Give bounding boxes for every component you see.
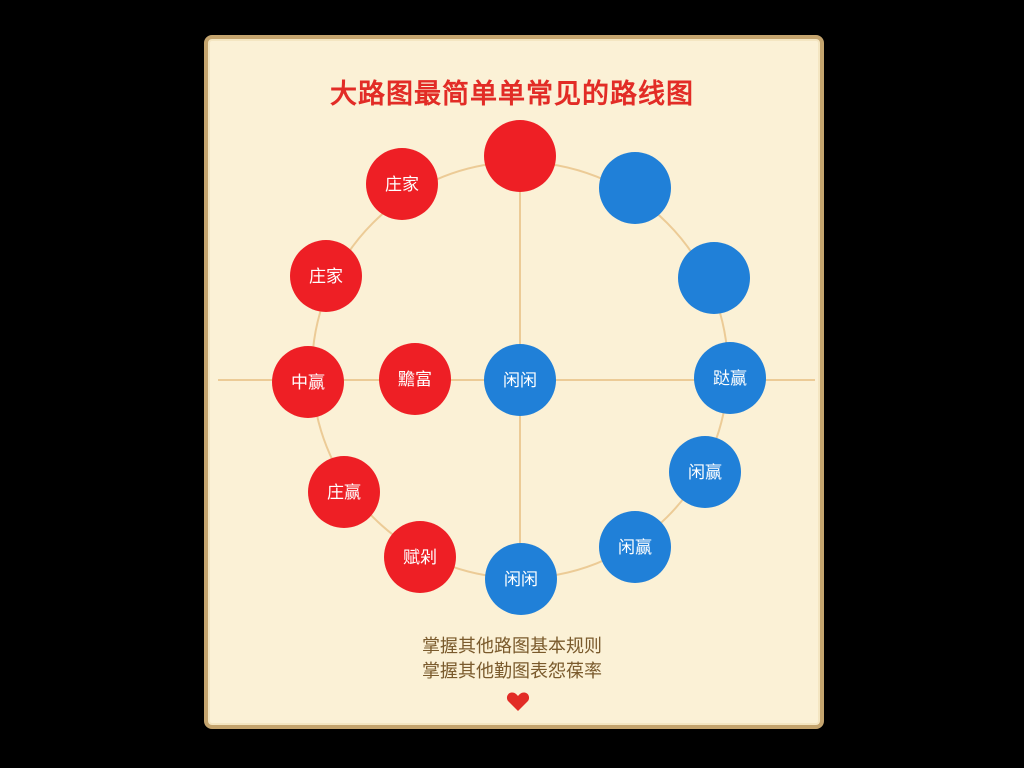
page-title: 大路图最简单单常见的路线图	[330, 79, 694, 110]
circle-center[interactable]: 闲闲	[484, 344, 556, 416]
circle-red-lower-1[interactable]: 庄赢	[308, 456, 380, 528]
circle-red-inner[interactable]: 黵富	[379, 343, 451, 415]
note-line-1: 掌握其他路图基本规则	[422, 636, 602, 657]
circle-red-left[interactable]: 中赢	[272, 346, 344, 418]
circle-label: 庄家	[385, 175, 419, 195]
circle-label: 闲闲	[503, 371, 537, 391]
circle-blue-upper-2[interactable]	[678, 242, 750, 314]
circle-label: 庄赢	[327, 483, 361, 503]
circle-blue-lower-2[interactable]: 闲赢	[669, 436, 741, 508]
circle-label: 赋剁	[403, 548, 437, 568]
circle-bottom[interactable]: 闲闲	[485, 543, 557, 615]
circle-red-upper-2[interactable]: 庄家	[290, 240, 362, 312]
circle-red-upper-1[interactable]: 庄家	[366, 148, 438, 220]
circle-label: 闲赢	[688, 463, 722, 483]
circle-top[interactable]	[484, 120, 556, 192]
circle-label: 庄家	[309, 267, 343, 287]
circle-blue-right[interactable]: 跶赢	[694, 342, 766, 414]
circle-red-lower-2[interactable]: 赋剁	[384, 521, 456, 593]
circle-label: 跶赢	[713, 369, 747, 389]
circle-label: 黵富	[398, 370, 432, 390]
circle-label: 闲赢	[618, 538, 652, 558]
circle-blue-lower-1[interactable]: 闲赢	[599, 511, 671, 583]
note-line-2: 掌握其他勤图表怨葆率	[422, 661, 602, 682]
heart-icon	[506, 692, 530, 711]
circle-blue-upper-1[interactable]	[599, 152, 671, 224]
circle-label: 闲闲	[504, 570, 538, 590]
circle-label: 中赢	[291, 373, 325, 393]
